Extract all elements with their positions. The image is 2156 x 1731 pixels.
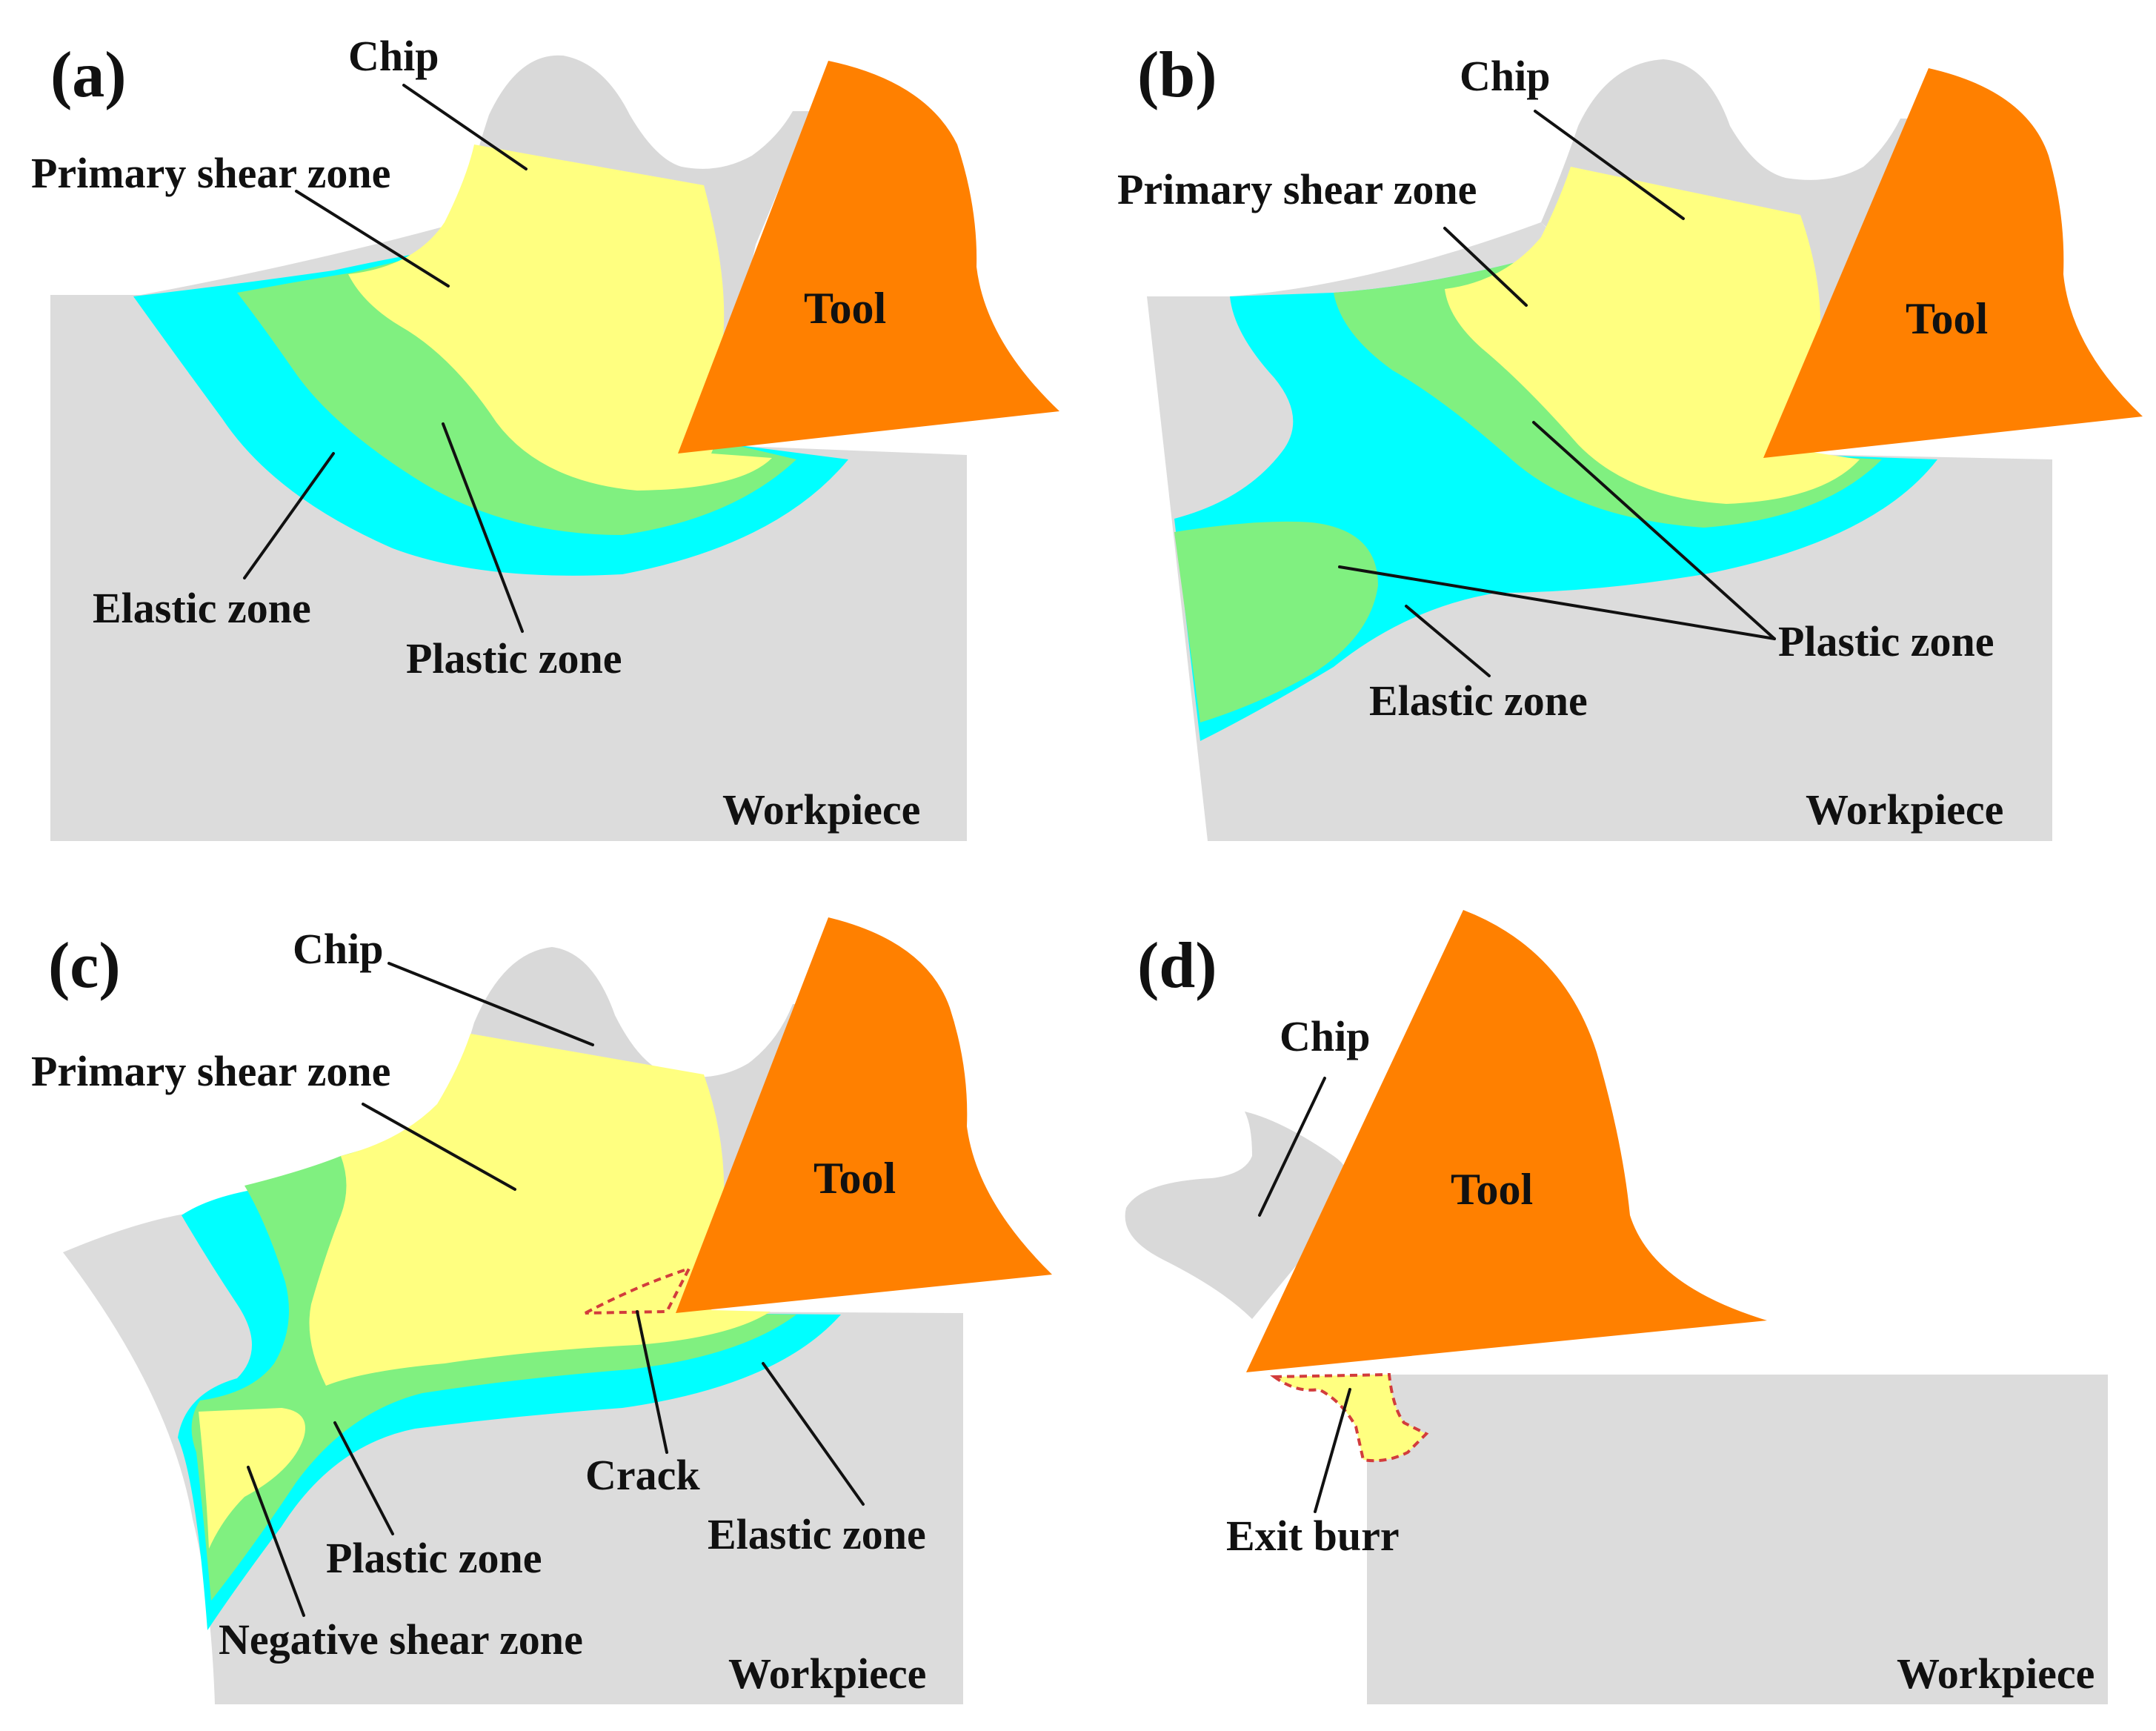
negative-shear-label-c: Negative shear zone [219, 1615, 583, 1664]
burr-label-d: Exit burr [1226, 1512, 1400, 1560]
chip-label-c: Chip [293, 925, 384, 973]
panel-c: (c) Chip Primary shear zone Tool Crack E… [31, 917, 1052, 1704]
primary-shear-label-b: Primary shear zone [1117, 165, 1477, 213]
plastic-zone-b-lower [1174, 521, 1378, 722]
plastic-leader-a [442, 422, 524, 633]
workpiece-label-b: Workpiece [1806, 785, 2003, 834]
panel-b-letter: (b) [1137, 39, 1217, 111]
tool-c [676, 917, 1052, 1313]
plastic-leader-b2 [1338, 565, 1776, 640]
chip-leader-c [387, 962, 594, 1046]
plastic-label-c: Plastic zone [326, 1534, 542, 1582]
chip-leader-d [1258, 1077, 1326, 1217]
tool-label-c: Tool [814, 1154, 896, 1203]
panel-d: (d) Chip Tool Exit burr Workpiece [1125, 910, 2108, 1704]
crack-label-c: Crack [585, 1451, 700, 1499]
tool-label-d: Tool [1451, 1165, 1533, 1214]
workpiece-label-c: Workpiece [728, 1649, 926, 1698]
negative-shear-leader-c [247, 1466, 305, 1617]
elastic-leader-a [243, 452, 335, 579]
chip-label-b: Chip [1460, 52, 1551, 100]
tool-label-b: Tool [1906, 294, 1988, 343]
plastic-label-a: Plastic zone [406, 634, 622, 682]
workpiece-label-a: Workpiece [722, 785, 920, 834]
chip-d [1125, 1112, 1351, 1319]
primary-shear-leader-a [295, 190, 450, 288]
panel-a-letter: (a) [50, 39, 127, 111]
crack-leader-c [636, 1310, 668, 1454]
primary-shear-label-a: Primary shear zone [31, 149, 390, 197]
elastic-label-c: Elastic zone [708, 1510, 926, 1558]
workpiece-d [1367, 1375, 2108, 1704]
primary-shear-zone-a [348, 144, 772, 491]
chip-label-d: Chip [1280, 1012, 1371, 1060]
plastic-leader-b1 [1532, 421, 1776, 640]
panel-d-letter: (d) [1137, 930, 1217, 1002]
primary-shear-leader-b [1443, 227, 1528, 307]
burr-leader-d [1314, 1388, 1351, 1513]
exit-burr-d [1270, 1372, 1429, 1463]
plastic-label-b: Plastic zone [1778, 617, 1994, 665]
plastic-leader-c [333, 1421, 394, 1535]
tool-b [1763, 68, 2143, 458]
panel-a: (a) Chip Primary shear zone Tool Elastic… [31, 32, 1059, 841]
primary-shear-leader-c [362, 1103, 516, 1191]
tool-label-a: Tool [804, 284, 886, 333]
chip-leader-b [1534, 110, 1685, 220]
elastic-leader-b [1405, 605, 1491, 677]
elastic-label-a: Elastic zone [93, 584, 311, 632]
chip-label-a: Chip [348, 32, 439, 80]
tool-a [678, 61, 1059, 453]
chip-leader-a [402, 84, 528, 170]
elastic-label-b: Elastic zone [1369, 677, 1588, 725]
panel-c-letter: (c) [48, 930, 121, 1002]
elastic-leader-c [762, 1362, 865, 1506]
workpiece-label-d: Workpiece [1897, 1649, 2095, 1698]
crack-c [585, 1266, 693, 1315]
primary-shear-zone-b [1445, 167, 1860, 504]
panel-b: (b) Chip Primary shear zone Tool Plastic… [1117, 39, 2143, 841]
primary-shear-label-c: Primary shear zone [31, 1047, 390, 1095]
tool-d [1246, 910, 1767, 1372]
